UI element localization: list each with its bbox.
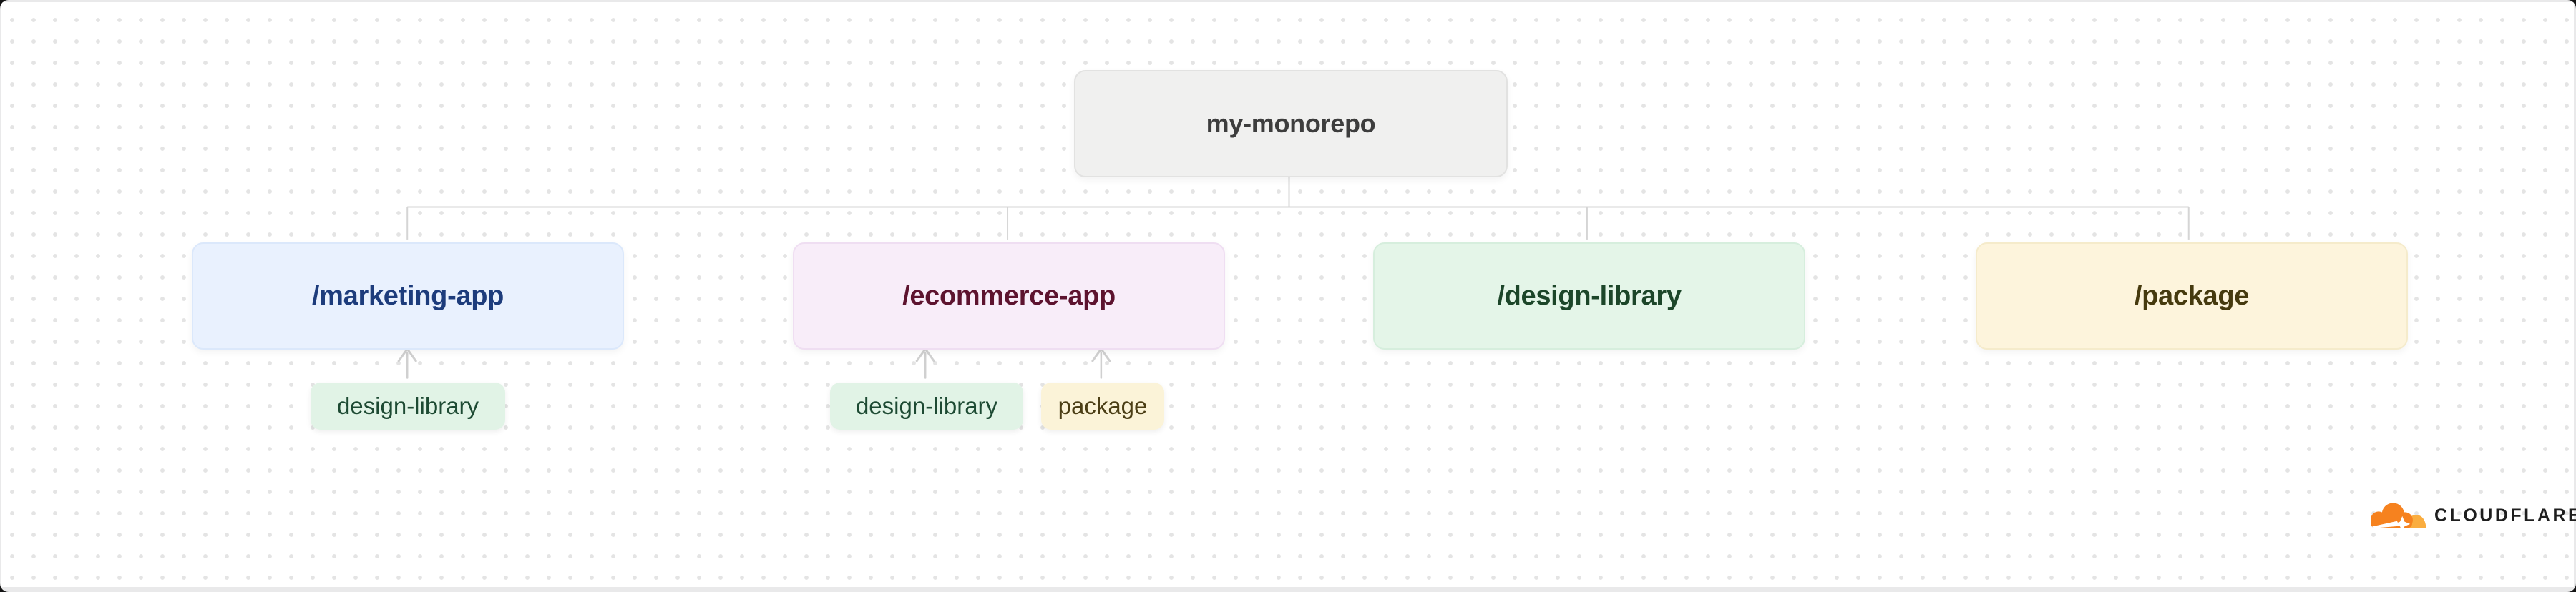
dependency-badge-ecommerce-design-library: design-library: [830, 383, 1023, 430]
node-design-library: /design-library: [1373, 242, 1805, 350]
badge-label: design-library: [855, 393, 998, 419]
node-my-monorepo: my-monorepo: [1074, 70, 1508, 177]
arrow-up-ecommerce-dependency-1: [915, 347, 935, 379]
node-label: /ecommerce-app: [902, 280, 1116, 311]
cloudflare-logo: CLOUDFLARE: [2363, 495, 2576, 531]
dependency-badge-ecommerce-package: package: [1041, 383, 1164, 430]
node-package: /package: [1976, 242, 2408, 350]
node-ecommerce-app: /ecommerce-app: [793, 242, 1225, 350]
badge-label: design-library: [336, 393, 479, 419]
node-label: my-monorepo: [1206, 109, 1376, 138]
node-label: /marketing-app: [311, 280, 504, 311]
cloudflare-wordmark: CLOUDFLARE: [2434, 505, 2576, 526]
node-marketing-app: /marketing-app: [192, 242, 624, 350]
cloudflare-cloud-icon: [2371, 503, 2426, 531]
arrow-up-ecommerce-dependency-2: [1091, 347, 1111, 379]
node-label: /package: [2134, 280, 2250, 311]
tree-bracket: [406, 175, 2190, 240]
dependency-badge-marketing-design-library: design-library: [311, 383, 505, 430]
arrow-up-marketing-dependency: [397, 347, 417, 379]
badge-label: package: [1058, 393, 1148, 419]
node-label: /design-library: [1497, 280, 1682, 311]
